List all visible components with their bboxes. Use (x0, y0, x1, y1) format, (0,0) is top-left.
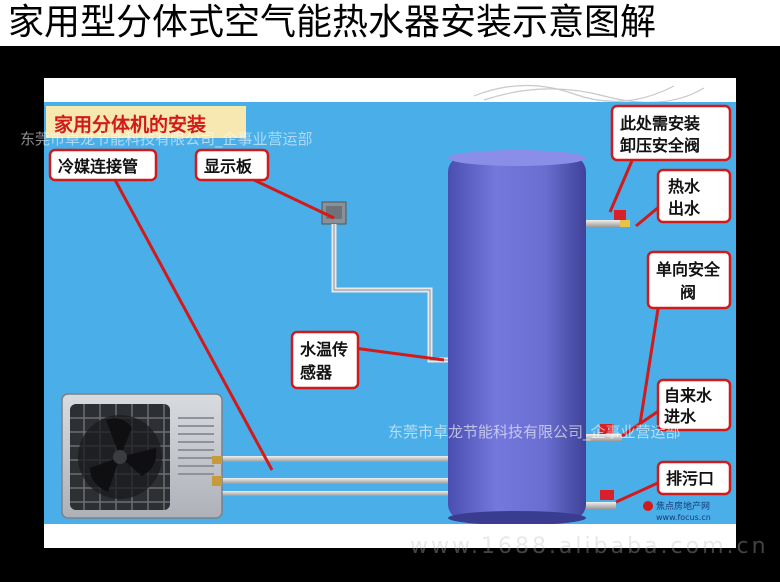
label-tap-water-line1: 自来水 (664, 386, 713, 405)
callout-display-panel: 显示板 (194, 148, 270, 182)
page-title: 家用型分体式空气能热水器安装示意图解 (8, 2, 657, 43)
panel-heading-box (46, 106, 246, 138)
focus-logo-url: www.focus.cn (656, 513, 711, 522)
decorative-waves (473, 84, 705, 103)
unit-connector-bottom (212, 476, 222, 486)
label-hot-water-line2: 出水 (668, 199, 701, 218)
focus-logo-text: 焦点房地产网 (656, 500, 710, 512)
tank-fittings (586, 210, 630, 509)
top-strip (44, 78, 736, 102)
label-refrigerant-pipe: 冷媒连接管 (58, 157, 138, 176)
label-hot-water-line1: 热水 (668, 177, 701, 196)
title-bar: 家用型分体式空气能热水器安装示意图解 (0, 0, 780, 46)
label-check-valve-line1: 单向安全 (656, 260, 721, 279)
label-water-temp-sensor-line2: 感器 (300, 363, 333, 382)
callout-drain: 排污口 (656, 460, 732, 496)
label-display-panel: 显示板 (204, 157, 253, 176)
outdoor-unit (61, 393, 223, 519)
callout-water-temp-sensor: 水温传 感器 (290, 330, 360, 390)
bottom-strip (44, 524, 736, 548)
label-check-valve-line2: 阀 (680, 283, 696, 302)
label-drain: 排污口 (666, 469, 714, 488)
callout-leaders (112, 155, 662, 504)
diagram-svg: 家用分体机的安装 (44, 78, 736, 548)
label-relief-valve-line2: 卸压安全阀 (620, 136, 700, 155)
water-tank (448, 150, 586, 525)
callout-hot-water: 热水 出水 (656, 168, 732, 224)
installation-diagram: 家用分体机的安装 (44, 78, 736, 548)
refrigerant-pipe-upper (216, 456, 448, 462)
panel-heading: 家用分体机的安装 (54, 113, 206, 136)
refrigerant-pipe-lower (216, 478, 448, 484)
callout-refrigerant-pipe: 冷媒连接管 (48, 148, 158, 182)
callout-tap-water: 自来水 进水 (656, 378, 732, 432)
callout-relief-valve: 此处需安装 卸压安全阀 (610, 104, 732, 162)
label-tap-water-line2: 进水 (664, 407, 697, 426)
label-water-temp-sensor-line1: 水温传 (300, 340, 348, 359)
refrigerant-pipe-bottom (216, 491, 448, 496)
callout-check-valve: 单向安全 阀 (646, 250, 732, 310)
label-relief-valve-line1: 此处需安装 (620, 114, 700, 133)
unit-connector-top (212, 456, 222, 464)
focus-logo: 焦点房地产网 www.focus.cn (643, 500, 711, 522)
